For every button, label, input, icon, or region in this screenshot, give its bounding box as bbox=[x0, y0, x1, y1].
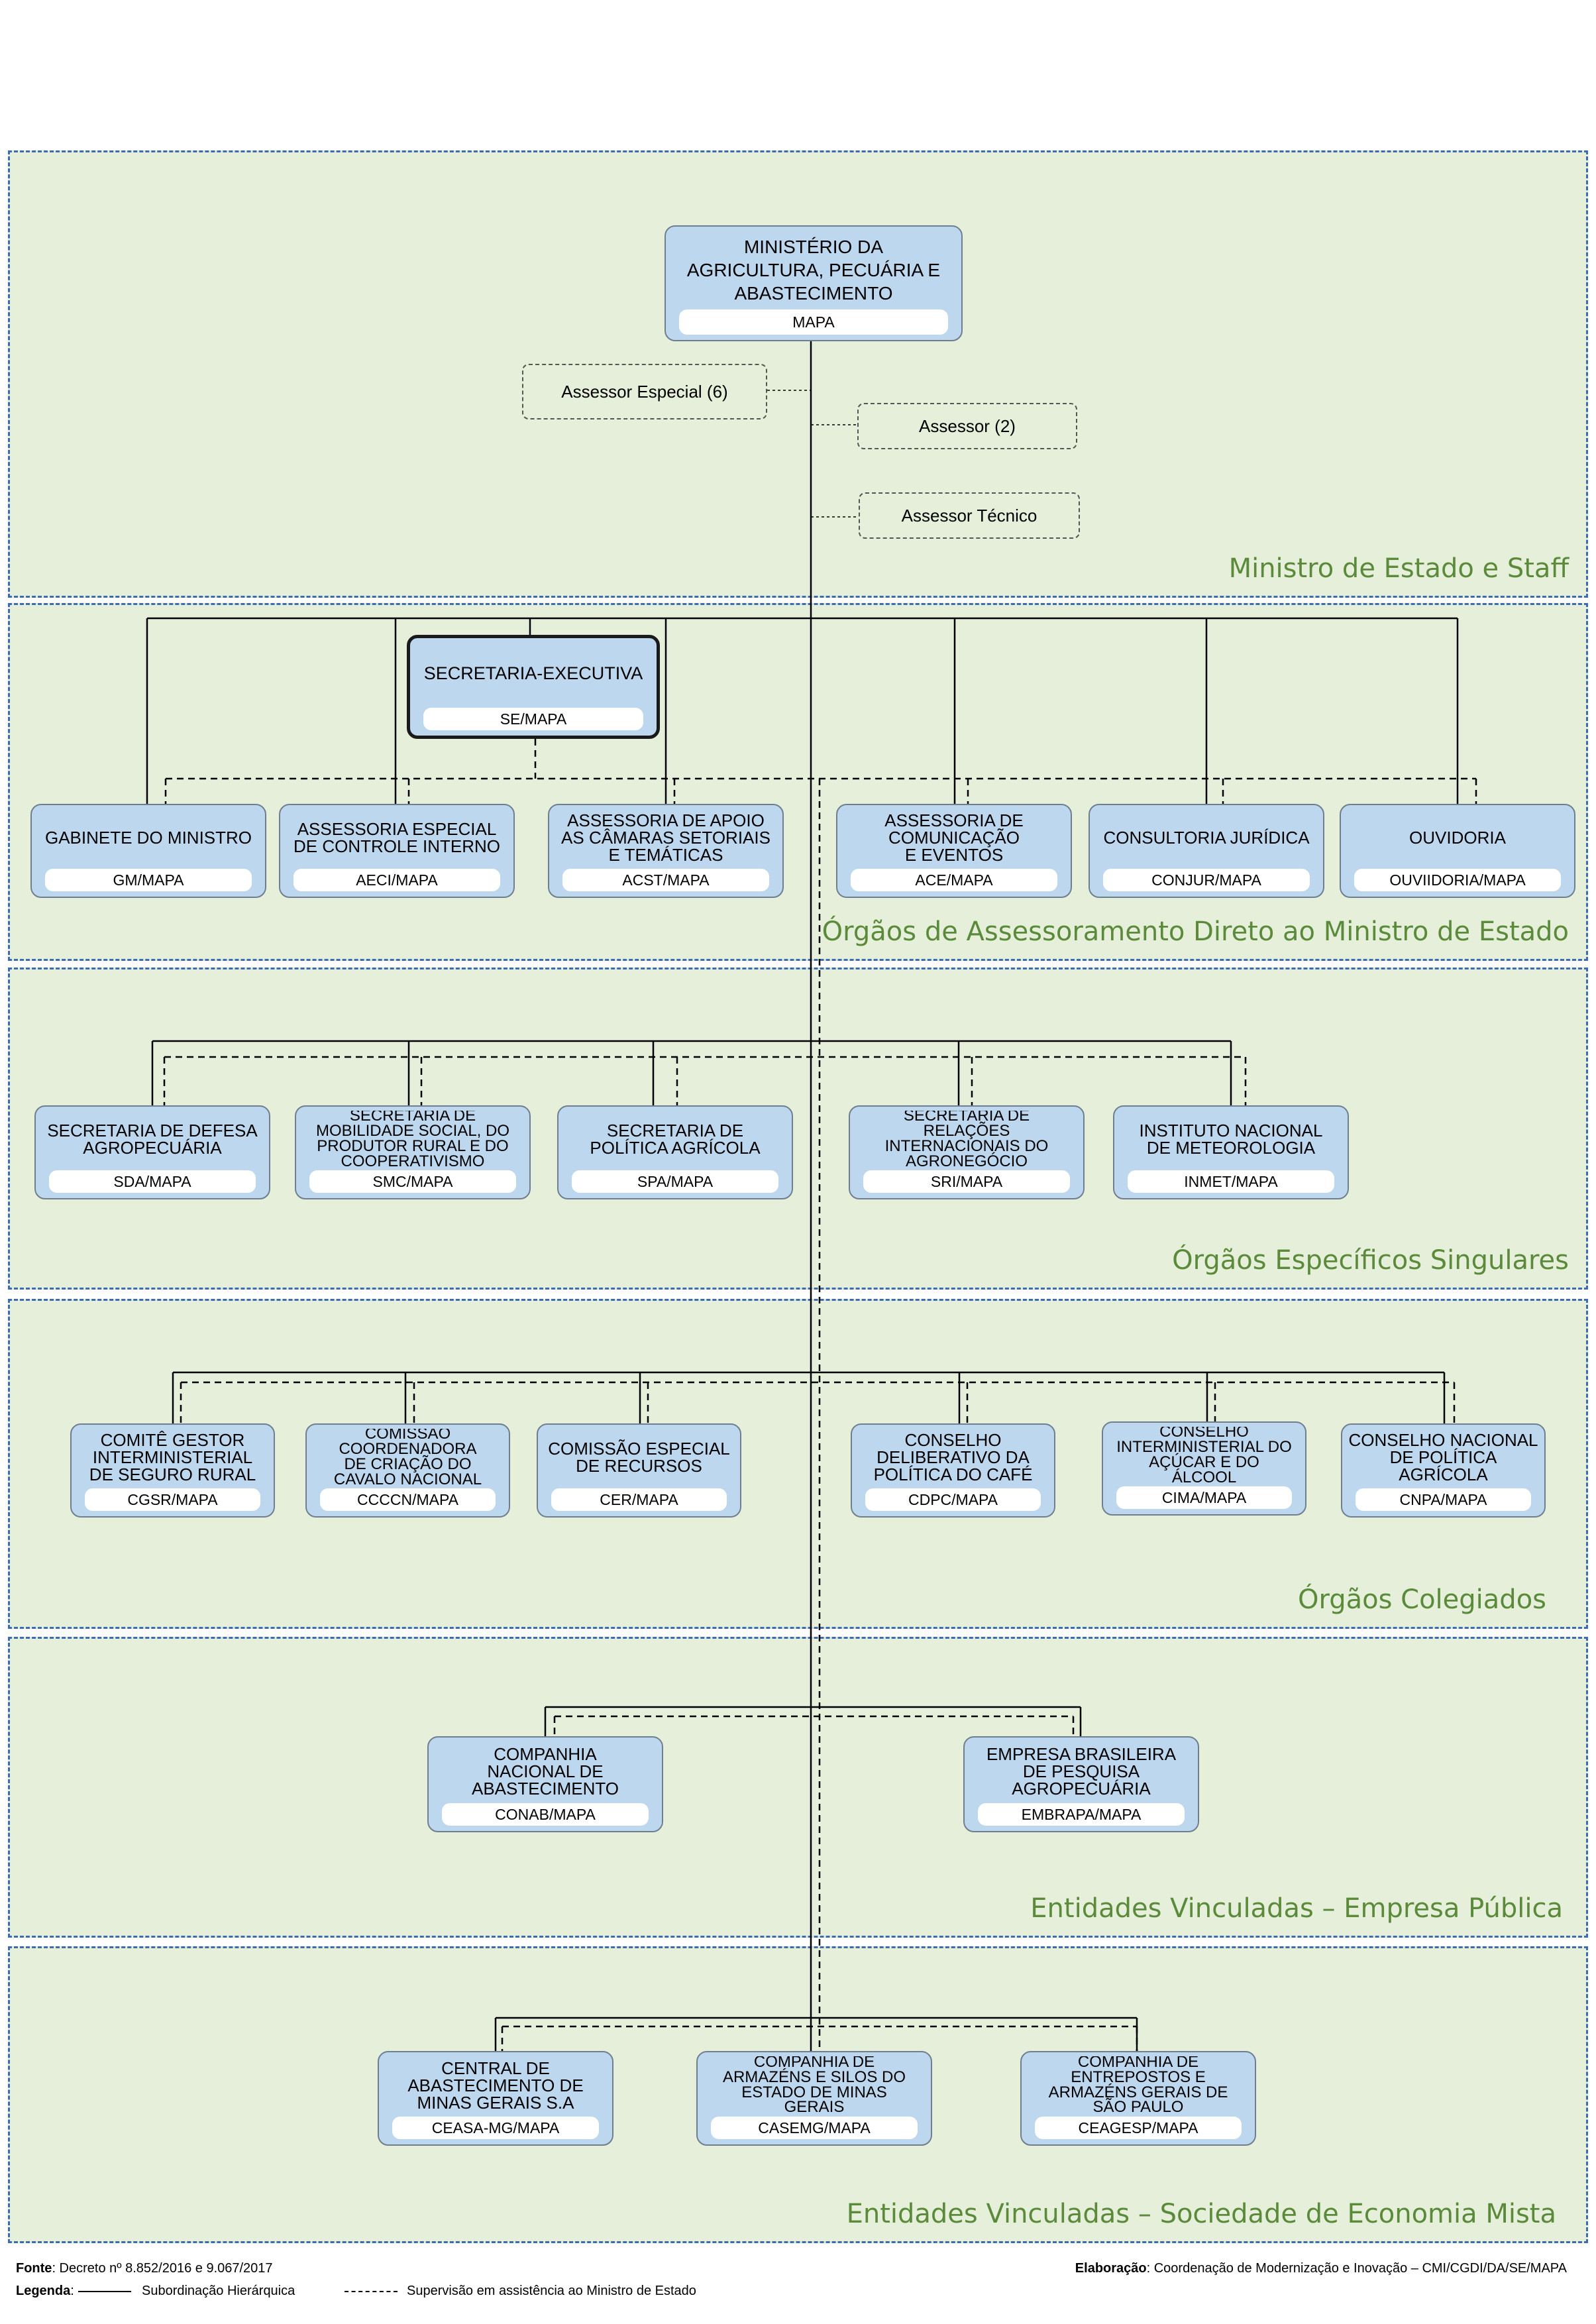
org-box-label: COMPANHIA DE ARMAZÉNS E SILOS DO ESTADO … bbox=[722, 2056, 906, 2114]
footer-source: Fonte: Decreto nº 8.852/2016 e 9.067/201… bbox=[16, 2261, 273, 2276]
band-title: Ministro de Estado e Staff bbox=[1228, 553, 1569, 584]
org-box-cer: COMISSÃO ESPECIAL DE RECURSOS CER/MAPA bbox=[537, 1423, 741, 1518]
org-box-ceasa-mg: CENTRAL DE ABASTECIMENTO DE MINAS GERAIS… bbox=[378, 2051, 613, 2146]
org-box-label: COMPANHIA DE ENTREPOSTOS E ARMAZÉNS GERA… bbox=[1048, 2056, 1228, 2114]
org-box-abbr: GM/MAPA bbox=[45, 869, 252, 891]
org-box-label: ASSESSORIA ESPECIAL DE CONTROLE INTERNO bbox=[293, 819, 501, 856]
org-box-abbr: MAPA bbox=[679, 309, 948, 335]
org-box-label: CENTRAL DE ABASTECIMENTO DE MINAS GERAIS… bbox=[407, 2058, 584, 2113]
org-box-label: SECRETARIA DE POLÍTICA AGRÍCOLA bbox=[590, 1121, 761, 1158]
org-box-abbr: CEASA-MG/MAPA bbox=[392, 2117, 599, 2139]
org-box-abbr: SPA/MAPA bbox=[572, 1170, 778, 1193]
org-box-label: OUVIDORIA bbox=[1409, 828, 1506, 848]
footer-elaboration-text: : Coordenação de Modernização e Inovação… bbox=[1146, 2261, 1567, 2276]
assessor-box: Assessor (2) bbox=[857, 403, 1077, 449]
band-title: Órgãos de Assessoramento Direto ao Minis… bbox=[822, 916, 1569, 947]
org-box-abbr: CASEMG/MAPA bbox=[711, 2117, 918, 2139]
org-box-abbr: ACE/MAPA bbox=[851, 869, 1057, 891]
org-box-sda: SECRETARIA DE DEFESA AGROPECUÁRIA SDA/MA… bbox=[34, 1105, 270, 1199]
org-box-embrapa: EMPRESA BRASILEIRA DE PESQUISA AGROPECUÁ… bbox=[963, 1736, 1199, 1832]
band-title: Entidades Vinculadas – Sociedade de Econ… bbox=[846, 2199, 1556, 2229]
org-box-abbr: OUVIIDORIA/MAPA bbox=[1354, 869, 1561, 891]
org-box-abbr: CER/MAPA bbox=[551, 1488, 727, 1511]
org-box-gm: GABINETE DO MINISTRO GM/MAPA bbox=[30, 804, 266, 898]
org-box-abbr: CCCCN/MAPA bbox=[320, 1488, 496, 1511]
org-box-label: COMISSÃO ESPECIAL DE RECURSOS bbox=[548, 1439, 730, 1476]
org-box-label: COMPANHIA NACIONAL DE ABASTECIMENTO bbox=[471, 1743, 619, 1798]
org-box-abbr: INMET/MAPA bbox=[1128, 1170, 1334, 1193]
org-box-conab: COMPANHIA NACIONAL DE ABASTECIMENTO CONA… bbox=[427, 1736, 663, 1832]
org-box-cdpc: CONSELHO DELIBERATIVO DA POLÍTICA DO CAF… bbox=[851, 1423, 1055, 1518]
assessor-tecnico-box: Assessor Técnico bbox=[859, 492, 1080, 539]
org-box-label: SECRETARIA DE RELAÇÕES INTERNACIONAIS DO… bbox=[884, 1111, 1049, 1168]
org-box-label: EMPRESA BRASILEIRA DE PESQUISA AGROPECUÁ… bbox=[986, 1743, 1177, 1798]
org-box-label: SECRETARIA DE MOBILIDADE SOCIAL, DO PROD… bbox=[315, 1111, 510, 1168]
org-box-spa: SECRETARIA DE POLÍTICA AGRÍCOLA SPA/MAPA bbox=[557, 1105, 793, 1199]
org-box-cima: CONSELHO INTERMINISTERIAL DO AÇÚCAR E DO… bbox=[1102, 1421, 1306, 1516]
footer-legend: Legenda: bbox=[16, 2284, 74, 2298]
legend-dashed-text: Supervisão em assistência ao Ministro de… bbox=[407, 2284, 696, 2298]
org-box-ouvidoria: OUVIDORIA OUVIIDORIA/MAPA bbox=[1340, 804, 1575, 898]
org-box-label: COMISSÃO COORDENADORA DE CRIAÇÃO DO CAVA… bbox=[333, 1429, 482, 1486]
band-direct-advisory: Órgãos de Assessoramento Direto ao Minis… bbox=[8, 603, 1588, 961]
org-box-smc: SECRETARIA DE MOBILIDADE SOCIAL, DO PROD… bbox=[295, 1105, 531, 1199]
org-box-ccccn: COMISSÃO COORDENADORA DE CRIAÇÃO DO CAVA… bbox=[305, 1423, 510, 1518]
org-box-abbr: ACST/MAPA bbox=[562, 869, 769, 891]
org-box-abbr: CDPC/MAPA bbox=[865, 1488, 1041, 1511]
org-box-mapa: MINISTÉRIO DA AGRICULTURA, PECUÁRIA E AB… bbox=[665, 225, 963, 341]
org-box-abbr: SE/MAPA bbox=[423, 708, 643, 730]
org-box-cnpa: CONSELHO NACIONAL DE POLÍTICA AGRÍCOLA C… bbox=[1341, 1423, 1546, 1518]
org-box-abbr: CONAB/MAPA bbox=[442, 1803, 649, 1826]
org-box-label: SECRETARIA DE DEFESA AGROPECUÁRIA bbox=[47, 1121, 258, 1158]
org-box-inmet: INSTITUTO NACIONAL DE METEOROLOGIA INMET… bbox=[1113, 1105, 1349, 1199]
org-box-label: CONSELHO DELIBERATIVO DA POLÍTICA DO CAF… bbox=[873, 1430, 1033, 1484]
org-box-abbr: EMBRAPA/MAPA bbox=[978, 1803, 1185, 1826]
org-box-conjur: CONSULTORIA JURÍDICA CONJUR/MAPA bbox=[1089, 804, 1324, 898]
org-box-abbr: CNPA/MAPA bbox=[1356, 1488, 1531, 1511]
footer-source-text: : Decreto nº 8.852/2016 e 9.067/2017 bbox=[52, 2261, 273, 2276]
footer-legend-label: Legenda bbox=[16, 2284, 71, 2298]
org-box-label: CONSELHO INTERMINISTERIAL DO AÇÚCAR E DO… bbox=[1116, 1427, 1292, 1484]
footer-elaboration-label: Elaboração bbox=[1075, 2261, 1147, 2276]
org-box-label: COMITÊ GESTOR INTERMINISTERIAL DE SEGURO… bbox=[89, 1430, 256, 1484]
footer-source-label: Fonte bbox=[16, 2261, 52, 2276]
org-box-abbr: CGSR/MAPA bbox=[85, 1488, 260, 1511]
assessor-especial-box: Assessor Especial (6) bbox=[522, 364, 767, 419]
band-specific-organs: Órgãos Específicos Singulares bbox=[8, 968, 1588, 1290]
org-box-label: SECRETARIA-EXECUTIVA bbox=[423, 663, 643, 683]
band-title: Entidades Vinculadas – Empresa Pública bbox=[1030, 1893, 1563, 1924]
org-box-label: CONSULTORIA JURÍDICA bbox=[1103, 828, 1310, 848]
band-title: Órgãos Específicos Singulares bbox=[1172, 1245, 1569, 1276]
org-box-abbr: CEAGESP/MAPA bbox=[1035, 2117, 1242, 2139]
org-box-abbr: SMC/MAPA bbox=[309, 1170, 516, 1193]
footer-elaboration: Elaboração: Coordenação de Modernização … bbox=[1075, 2261, 1567, 2276]
org-box-aeci: ASSESSORIA ESPECIAL DE CONTROLE INTERNO … bbox=[279, 804, 515, 898]
org-box-abbr: SDA/MAPA bbox=[49, 1170, 256, 1193]
org-box-abbr: AECI/MAPA bbox=[293, 869, 500, 891]
org-box-abbr: CONJUR/MAPA bbox=[1103, 869, 1310, 891]
legend-solid-text: Subordinação Hierárquica bbox=[142, 2284, 295, 2298]
org-box-label: CONSELHO NACIONAL DE POLÍTICA AGRÍCOLA bbox=[1348, 1430, 1538, 1484]
org-box-sri: SECRETARIA DE RELAÇÕES INTERNACIONAIS DO… bbox=[849, 1105, 1085, 1199]
org-box-label: GABINETE DO MINISTRO bbox=[44, 828, 252, 848]
org-box-ace: ASSESSORIA DE COMUNICAÇÃO E EVENTOS ACE/… bbox=[836, 804, 1072, 898]
legend-dashed-line bbox=[345, 2291, 398, 2292]
org-box-label: INSTITUTO NACIONAL DE METEOROLOGIA bbox=[1139, 1121, 1323, 1158]
legend-solid-line bbox=[78, 2291, 131, 2292]
band-minister-staff: Ministro de Estado e Staff bbox=[8, 150, 1588, 598]
org-box-abbr: SRI/MAPA bbox=[863, 1170, 1070, 1193]
org-box-cgsr: COMITÊ GESTOR INTERMINISTERIAL DE SEGURO… bbox=[70, 1423, 275, 1518]
org-box-acst: ASSESSORIA DE APOIO AS CÂMARAS SETORIAIS… bbox=[548, 804, 784, 898]
band-public-companies: Entidades Vinculadas – Empresa Pública bbox=[8, 1637, 1588, 1938]
org-box-ceagesp: COMPANHIA DE ENTREPOSTOS E ARMAZÉNS GERA… bbox=[1020, 2051, 1256, 2146]
org-box-abbr: CIMA/MAPA bbox=[1116, 1486, 1292, 1509]
band-title: Órgãos Colegiados bbox=[1298, 1584, 1546, 1615]
org-box-label: MINISTÉRIO DA AGRICULTURA, PECUÁRIA E AB… bbox=[686, 237, 941, 304]
org-box-label: ASSESSORIA DE APOIO AS CÂMARAS SETORIAIS… bbox=[561, 810, 771, 865]
org-box-label: ASSESSORIA DE COMUNICAÇÃO E EVENTOS bbox=[884, 810, 1024, 865]
org-box-se: SECRETARIA-EXECUTIVA SE/MAPA bbox=[407, 635, 660, 739]
org-box-casemg: COMPANHIA DE ARMAZÉNS E SILOS DO ESTADO … bbox=[696, 2051, 932, 2146]
